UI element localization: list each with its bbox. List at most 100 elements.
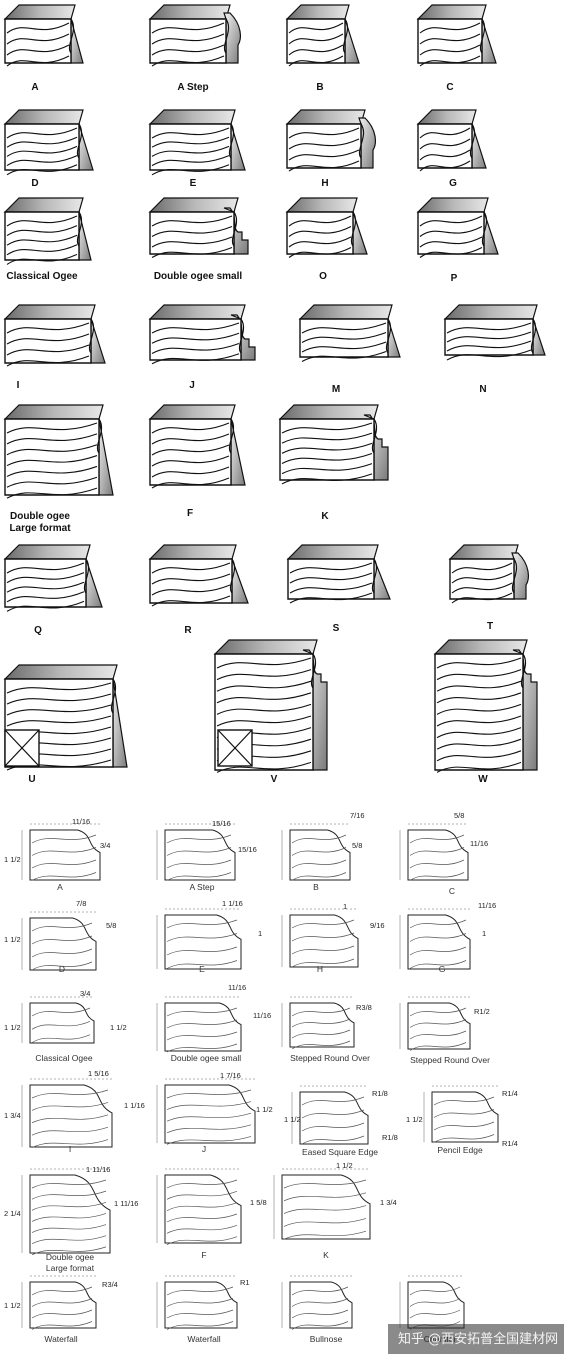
profile-3d-block bbox=[416, 109, 487, 172]
profile-2d-section bbox=[156, 996, 242, 1053]
profile-2d-label: Pencil Edge bbox=[437, 1145, 483, 1155]
profile-3d-label: R bbox=[184, 625, 192, 636]
profile-3d-label: C bbox=[446, 82, 453, 93]
profile-2d-section bbox=[281, 996, 355, 1050]
profile-2d-label: A bbox=[57, 882, 63, 892]
dimension-label: 1 bbox=[482, 929, 486, 938]
profile-2d-label: E bbox=[199, 964, 205, 974]
profile-2d-section bbox=[21, 1275, 97, 1330]
profile-2d-label: F bbox=[201, 1250, 206, 1260]
profile-2d-section bbox=[423, 1085, 499, 1143]
dimension-label: 11/16 bbox=[228, 983, 246, 992]
profile-3d-block bbox=[286, 544, 391, 604]
profile-3d-label: J bbox=[189, 380, 195, 391]
dimension-label: R1/2 bbox=[474, 1007, 490, 1016]
profile-3d-block bbox=[148, 304, 256, 365]
dimension-label: R1/8 bbox=[382, 1133, 398, 1142]
profile-3d-label: A Step bbox=[177, 82, 208, 93]
profile-2d-label: Double ogee small bbox=[171, 1053, 242, 1063]
profile-2d-label: Bullnose bbox=[310, 1334, 343, 1344]
profile-3d-block bbox=[3, 404, 114, 499]
dimension-label: 3/4 bbox=[100, 841, 110, 850]
profile-3d-block bbox=[278, 404, 389, 485]
dimension-label: 11/16 bbox=[478, 901, 496, 910]
profile-2d-label: B bbox=[313, 882, 319, 892]
profile-3d-label: M bbox=[332, 384, 340, 395]
dimension-label: 15/16 bbox=[238, 845, 257, 854]
dimension-label: 1 1/2 bbox=[336, 1161, 353, 1170]
profile-3d-label: S bbox=[333, 623, 340, 634]
profile-3d-label: Large format bbox=[9, 523, 71, 534]
profile-3d-label: T bbox=[487, 621, 493, 632]
profile-2d-label: Waterfall bbox=[44, 1334, 77, 1344]
dimension-label: 7/16 bbox=[350, 811, 365, 820]
dimension-label: 1 3/4 bbox=[4, 1111, 21, 1120]
dimension-label: R1 bbox=[240, 1278, 250, 1287]
dimension-label: 11/16 bbox=[253, 1011, 271, 1020]
profile-2d-section bbox=[291, 1085, 369, 1145]
profile-2d-section bbox=[281, 1275, 353, 1330]
dimension-label: 11/16 bbox=[470, 839, 488, 848]
profile-3d-label: N bbox=[479, 384, 486, 395]
profile-3d-label: F bbox=[187, 508, 193, 519]
profile-2d-section bbox=[156, 1275, 238, 1330]
dimension-label: 15/16 bbox=[212, 819, 231, 828]
profile-2d-label: Double ogee bbox=[46, 1252, 94, 1262]
dimension-label: R1/4 bbox=[502, 1139, 518, 1148]
dimension-label: 1 bbox=[258, 929, 262, 938]
profile-2d-label: I bbox=[69, 1144, 71, 1154]
profile-2d-section bbox=[399, 996, 471, 1051]
profile-2d-label: C bbox=[449, 886, 455, 896]
profile-3d-block bbox=[448, 544, 529, 604]
profile-2d-section bbox=[156, 1168, 242, 1245]
dimension-label: 2 1/4 bbox=[4, 1209, 21, 1218]
dimension-label: R1/8 bbox=[372, 1089, 388, 1098]
profile-3d-label: D bbox=[31, 178, 38, 189]
profile-2d-section bbox=[399, 1275, 465, 1330]
dimension-label: 1 1/2 bbox=[110, 1023, 127, 1032]
profile-2d-section bbox=[281, 908, 359, 968]
profile-3d-label: E bbox=[190, 178, 197, 189]
profile-3d-block bbox=[416, 4, 497, 67]
profile-2d-section bbox=[21, 1168, 111, 1256]
profile-2d-label: Waterfall bbox=[187, 1334, 220, 1344]
profile-2d-section bbox=[156, 908, 242, 970]
profile-2d-section bbox=[156, 1078, 256, 1145]
profile-3d-label: P bbox=[451, 273, 458, 284]
profile-2d-label: J bbox=[202, 1144, 206, 1154]
profile-2d-section bbox=[281, 823, 351, 881]
profile-2d-label: D bbox=[59, 964, 65, 974]
profile-3d-block bbox=[416, 197, 499, 258]
profile-3d-block bbox=[3, 4, 84, 67]
profile-2d-label: Stepped Round Over bbox=[290, 1053, 370, 1063]
profile-2d-label: A Step bbox=[189, 882, 214, 892]
profile-3d-block bbox=[148, 109, 246, 176]
profile-3d-label: G bbox=[449, 178, 457, 189]
profile-3d-label: Q bbox=[34, 625, 42, 636]
profile-2d-label: Classical Ogee bbox=[35, 1053, 92, 1063]
profile-3d-block bbox=[148, 404, 246, 489]
profile-3d-block bbox=[433, 639, 538, 773]
dimension-label: 1 1/2 bbox=[4, 855, 21, 864]
dimension-label: 1 5/16 bbox=[88, 1069, 109, 1078]
dimension-label: 9/16 bbox=[370, 921, 385, 930]
profile-2d-label: Stepped Round Over bbox=[410, 1055, 490, 1065]
profile-3d-label: A bbox=[31, 82, 38, 93]
dimension-label: 1 11/16 bbox=[86, 1165, 110, 1174]
profile-2d-label: K bbox=[323, 1250, 329, 1260]
profile-3d-label: Double ogee small bbox=[154, 271, 243, 282]
profile-3d-label: K bbox=[321, 511, 329, 522]
dimension-label: 1 11/16 bbox=[114, 1199, 138, 1208]
dimension-label: 1 1/2 bbox=[284, 1115, 301, 1124]
profile-3d-label: Double ogee bbox=[10, 511, 70, 522]
dimension-label: 1 1/2 bbox=[4, 1023, 21, 1032]
profile-3d-block bbox=[285, 4, 360, 67]
profile-2d-section bbox=[399, 823, 469, 881]
profile-3d-label: I bbox=[17, 380, 20, 391]
dimension-label: 1 bbox=[343, 902, 347, 911]
profile-3d-block bbox=[285, 197, 368, 258]
dimension-label: 1 1/2 bbox=[256, 1105, 273, 1114]
